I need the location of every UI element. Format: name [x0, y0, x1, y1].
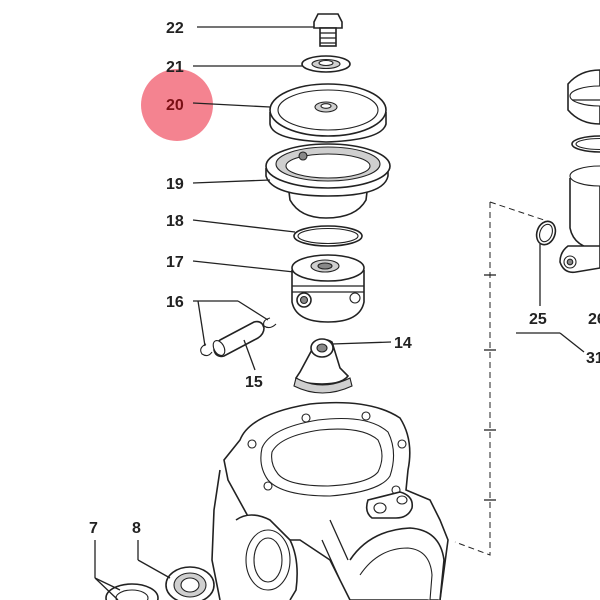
part-25-o-ring[interactable]: [533, 219, 558, 248]
callout-15[interactable]: 15: [245, 374, 263, 391]
callout-22[interactable]: 22: [166, 20, 184, 37]
part-21-washer[interactable]: [301, 55, 351, 73]
part-8-bearing[interactable]: [165, 566, 215, 600]
callout-19[interactable]: 19: [166, 176, 184, 193]
callout-8[interactable]: 8: [132, 520, 141, 537]
callout-17[interactable]: 17: [166, 254, 184, 271]
part-14-conrod[interactable]: [293, 338, 353, 394]
part-22-screw[interactable]: [313, 13, 343, 47]
callout-20[interactable]: 20: [166, 97, 184, 114]
callout-labels: 22 21 20 19 18 17 16 15 14 25 26 31 7 8: [89, 20, 600, 537]
callout-14[interactable]: 14: [394, 335, 412, 352]
part-7-bearing[interactable]: [105, 583, 159, 600]
callout-25[interactable]: 25: [529, 311, 547, 328]
callout-16[interactable]: 16: [166, 294, 184, 311]
part-20-cover[interactable]: [269, 83, 387, 143]
callout-31[interactable]: 31: [586, 350, 600, 367]
part-17-piston[interactable]: [291, 254, 365, 323]
part-18-o-ring[interactable]: [293, 225, 363, 247]
callout-21[interactable]: 21: [166, 59, 184, 76]
callout-26[interactable]: 26: [588, 311, 600, 328]
crankcase[interactable]: [211, 401, 449, 600]
part-19-housing[interactable]: [265, 143, 391, 219]
highlight-marker: [141, 69, 213, 141]
callout-18[interactable]: 18: [166, 213, 184, 230]
right-assembly[interactable]: [559, 69, 600, 274]
leader-lines: [94, 26, 585, 600]
callout-7[interactable]: 7: [89, 520, 98, 537]
assembly-boundary: [454, 201, 551, 556]
part-15-piston-pin[interactable]: [211, 320, 265, 358]
